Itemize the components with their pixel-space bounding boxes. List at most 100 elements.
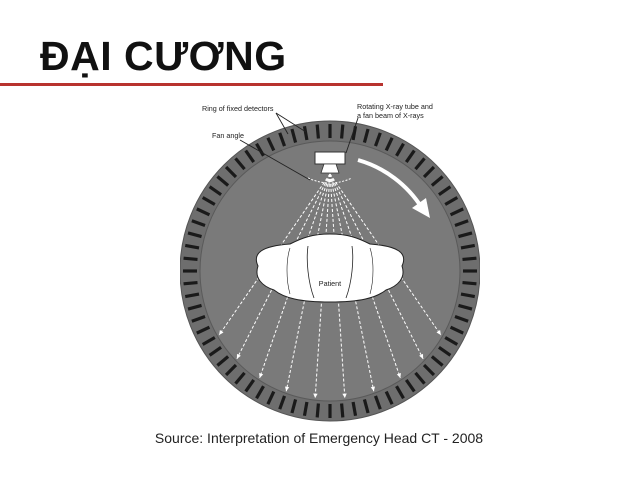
detector-segment [315, 403, 321, 418]
xray-beam-arrowhead [436, 330, 441, 335]
detector-segment [351, 401, 358, 417]
detector-segment [290, 128, 298, 143]
detector-segment [373, 395, 382, 410]
slide-title: ĐẠI CƯƠNG [40, 33, 287, 79]
patient-torso-outline [306, 245, 354, 299]
patient-label: Patient [319, 279, 341, 288]
detector-ring [183, 124, 477, 418]
detector-segment [438, 185, 452, 197]
detector-segment [414, 371, 426, 385]
detector-segment [196, 207, 211, 217]
detector-segment [395, 385, 405, 400]
detector-segment [208, 185, 222, 197]
fan-angle-arc [307, 177, 353, 184]
xray-tube-label-line1: Rotating X-ray tube and [357, 102, 433, 111]
fan-angle-label: Fan angle [212, 131, 244, 140]
rotation-arrowhead [412, 198, 430, 218]
detector-segment [216, 355, 230, 367]
xray-tube-nozzle [320, 163, 340, 174]
detector-segment [266, 137, 276, 152]
detector-segment [266, 390, 276, 405]
detector-segment [224, 363, 238, 377]
detector-segment [339, 124, 345, 139]
detector-segment [404, 379, 416, 393]
xray-beam-arrowhead [342, 393, 347, 399]
xray-beam-line [236, 173, 331, 360]
detector-segment [444, 336, 459, 346]
xray-beam-arrowhead [313, 393, 318, 399]
rotation-arrow [357, 158, 424, 210]
xray-beam-arrowhead [219, 330, 224, 335]
detector-segment [449, 325, 464, 335]
detector-segment [373, 132, 382, 147]
detector-segment [201, 196, 216, 206]
detector-segment [430, 355, 444, 367]
xray-beam-arrowhead [370, 386, 376, 392]
detector-segment [234, 157, 246, 171]
xray-tube-leader [345, 117, 359, 154]
detector-segment [460, 292, 476, 299]
detector-segment [384, 390, 394, 405]
detector-segment [191, 219, 206, 228]
detector-segment [216, 175, 230, 187]
detector-segment [404, 149, 416, 163]
detector-segment [460, 243, 476, 250]
detector-segment [351, 125, 358, 141]
detector-segment [362, 128, 370, 143]
detector-segment [196, 325, 211, 335]
detector-segment [444, 196, 459, 206]
detector-segment [191, 314, 206, 323]
ring-detectors-label: Ring of fixed detectors [202, 104, 274, 113]
patient-arms-outline [286, 247, 374, 295]
xray-beam-arrowhead [419, 353, 424, 359]
title-underline [0, 83, 383, 86]
detector-segment [438, 345, 452, 357]
detector-segment [315, 124, 321, 139]
detector-segment [183, 280, 198, 286]
detector-segment [224, 165, 238, 179]
xray-beam-line [329, 173, 424, 360]
detector-segment [290, 399, 298, 414]
detector-segment [187, 231, 202, 239]
detector-segment [422, 363, 436, 377]
detector-segment [384, 137, 394, 152]
ring-detectors-leader-2 [275, 112, 307, 133]
detector-segment [454, 314, 469, 323]
detector-segment [462, 256, 477, 262]
xray-beam-arrowhead [396, 372, 401, 378]
patient-body [256, 233, 404, 303]
ring-detectors-leader-1 [275, 112, 289, 135]
xray-beam-arrowhead [284, 386, 290, 392]
xray-beam-arrowhead [236, 353, 241, 359]
xray-beam-arrowhead [259, 372, 264, 378]
detector-segment [255, 142, 265, 157]
detector-segment [395, 142, 405, 157]
detector-segment [184, 243, 200, 250]
source-caption: Source: Interpretation of Emergency Head… [154, 430, 484, 446]
detector-segment [255, 385, 265, 400]
detector-segment [422, 165, 436, 179]
detector-segment [449, 207, 464, 217]
ct-scanner-diagram: Patient Ring of fixed detectors Fan angl… [180, 102, 480, 422]
detector-segment [362, 399, 370, 414]
detector-segment [184, 292, 200, 299]
detector-segment [278, 132, 287, 147]
detector-segment [234, 371, 246, 385]
detector-segment [201, 336, 216, 346]
detector-segment [458, 231, 473, 239]
xray-tube-label-line2: a fan beam of X-rays [357, 111, 424, 120]
detector-segment [208, 345, 222, 357]
detector-segment [430, 175, 444, 187]
detector-segment [454, 219, 469, 228]
detector-segment [462, 280, 477, 286]
fan-angle-leader [239, 139, 311, 181]
detector-segment [244, 379, 256, 393]
detector-segment [414, 157, 426, 171]
detector-segment [278, 395, 287, 410]
detector-segment [183, 256, 198, 262]
detector-segment [244, 149, 256, 163]
detector-segment [187, 303, 202, 311]
detector-segment [339, 403, 345, 418]
detector-segment [458, 303, 473, 311]
detector-segment [302, 401, 309, 417]
